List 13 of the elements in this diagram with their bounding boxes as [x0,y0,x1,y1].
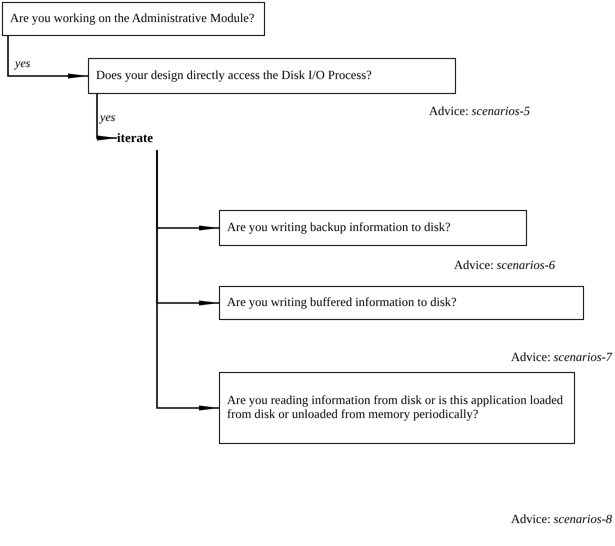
arrow [96,94,117,140]
question-box: Are you writing buffered information to disk? [219,286,584,320]
advice-note: Advice: scenarios-7 [510,350,612,365]
advice-note: Advice: scenarios-6 [454,258,555,273]
question-box: Are you reading information from disk or is this application loaded from disk or unloaded from memory periodically? [219,372,575,444]
arrow [156,150,219,410]
question-box: Are you writing backup information to disk? [219,210,527,246]
arrow [7,36,88,78]
question-box: Are you working on the Administrative Module? [2,2,265,36]
step-label: iterate [117,130,169,146]
question-box: Does your design directly access the Disk I/O Process? [88,58,456,94]
advice-note: Advice: scenarios-5 [428,104,530,119]
advice-note: Advice: scenarios-8 [510,512,612,527]
